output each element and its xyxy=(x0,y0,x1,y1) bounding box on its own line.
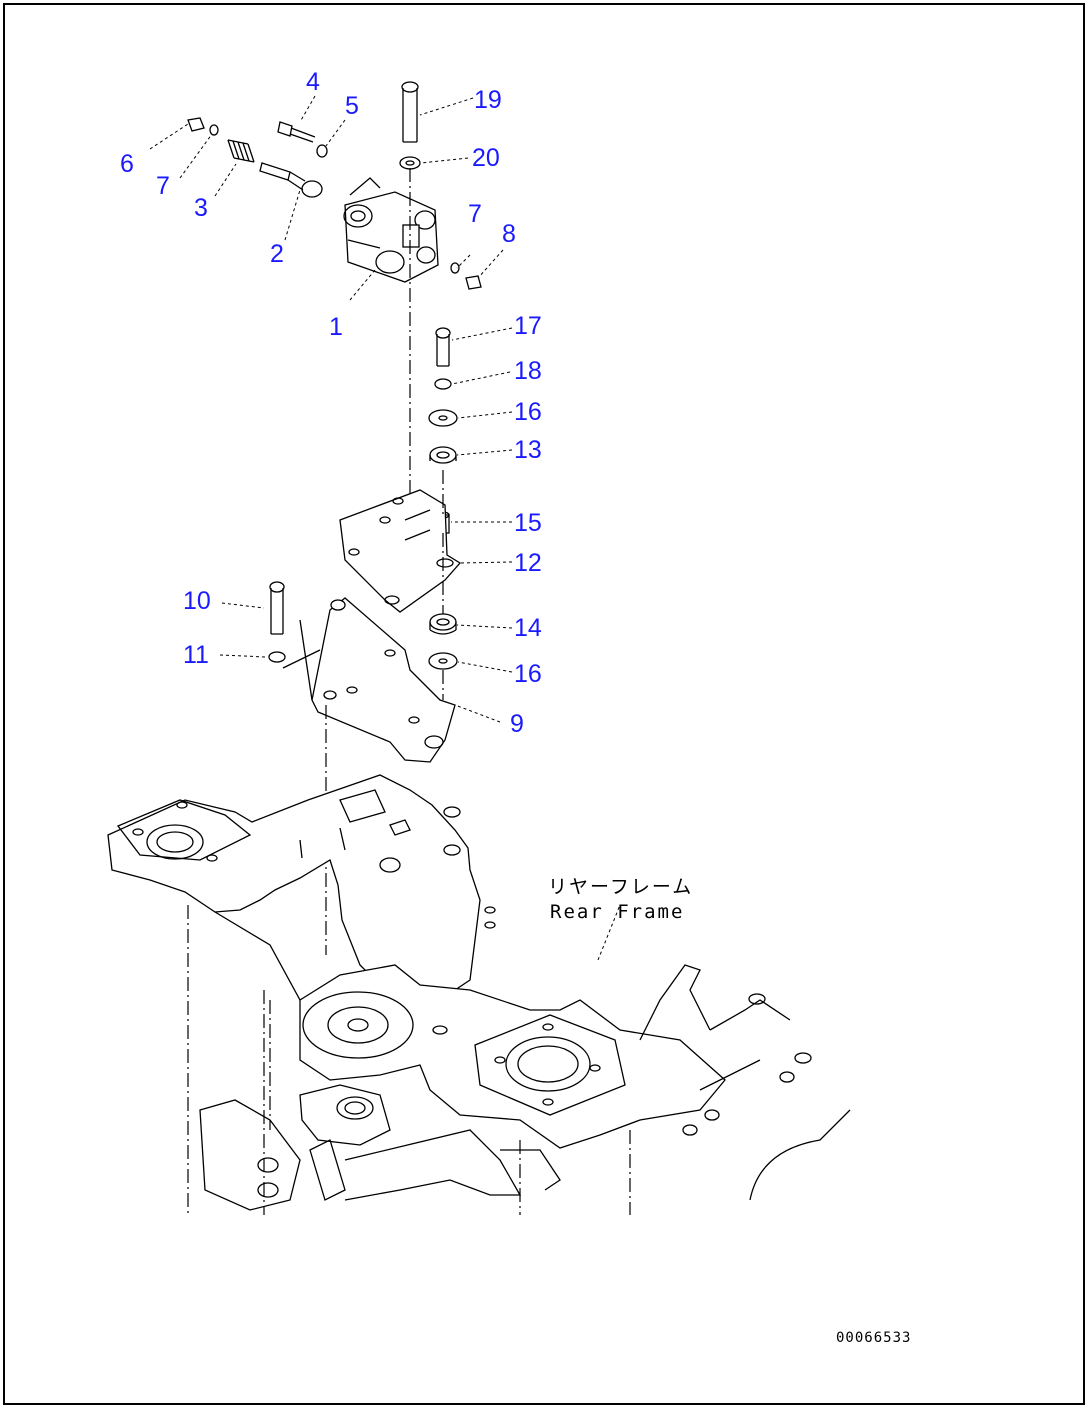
spool-part[interactable] xyxy=(259,162,323,198)
callout-14: 14 xyxy=(514,614,542,642)
callout-1: 1 xyxy=(329,313,343,341)
rear-frame-label-en: Rear Frame xyxy=(550,901,684,923)
callout-19: 19 xyxy=(474,86,502,114)
valve-body-part[interactable] xyxy=(343,177,439,283)
washer-part-20[interactable] xyxy=(399,156,421,170)
callout-12: 12 xyxy=(514,549,542,577)
drawing-sheet xyxy=(3,3,1085,1405)
bolt-part-19[interactable] xyxy=(401,81,419,143)
o-ring-part-7-left[interactable] xyxy=(209,124,219,136)
callout-9: 9 xyxy=(510,710,524,738)
rear-frame xyxy=(107,774,851,1215)
callout-2: 2 xyxy=(270,240,284,268)
callout-7-right: 7 xyxy=(468,200,482,228)
callout-16-upper: 16 xyxy=(514,398,542,426)
plug-part-8[interactable] xyxy=(465,275,482,290)
bracket-plate-part-12[interactable] xyxy=(339,489,461,613)
callout-4: 4 xyxy=(306,68,320,96)
callout-labels: 1 2 3 4 5 6 7 7 8 9 10 11 12 13 14 15 16… xyxy=(120,68,542,738)
cushion-part-13[interactable] xyxy=(429,446,457,464)
rear-frame-label-jp: リヤーフレーム xyxy=(548,876,693,898)
plug-bolt-part-4[interactable] xyxy=(277,121,316,143)
bolt-part-17[interactable] xyxy=(435,327,451,367)
washer-part-18[interactable] xyxy=(434,378,452,390)
callout-17: 17 xyxy=(514,312,542,340)
callout-15: 15 xyxy=(514,509,542,537)
callout-13: 13 xyxy=(514,436,542,464)
leader-lines xyxy=(149,95,621,961)
callout-6: 6 xyxy=(120,150,134,178)
drawing-number: 00066533 xyxy=(836,1330,911,1346)
cushion-part-14[interactable] xyxy=(429,613,457,635)
o-ring-part-5[interactable] xyxy=(316,144,328,158)
washer-part-16-upper[interactable] xyxy=(428,409,458,427)
callout-20: 20 xyxy=(472,144,500,172)
callout-10: 10 xyxy=(183,587,211,615)
callout-3: 3 xyxy=(194,194,208,222)
spring-part[interactable] xyxy=(227,139,255,163)
bolt-part-10[interactable] xyxy=(269,581,285,635)
washer-part-11[interactable] xyxy=(268,651,286,663)
callout-5: 5 xyxy=(345,92,359,120)
washer-part-16-lower[interactable] xyxy=(428,652,458,670)
o-ring-part-7-right[interactable] xyxy=(450,262,460,274)
callout-7-left: 7 xyxy=(156,172,170,200)
callout-18: 18 xyxy=(514,357,542,385)
bracket-part-9[interactable] xyxy=(282,597,456,763)
plug-part-6[interactable] xyxy=(187,117,205,132)
callout-11: 11 xyxy=(183,641,209,669)
callout-16-lower: 16 xyxy=(514,660,542,688)
callout-8: 8 xyxy=(502,220,516,248)
